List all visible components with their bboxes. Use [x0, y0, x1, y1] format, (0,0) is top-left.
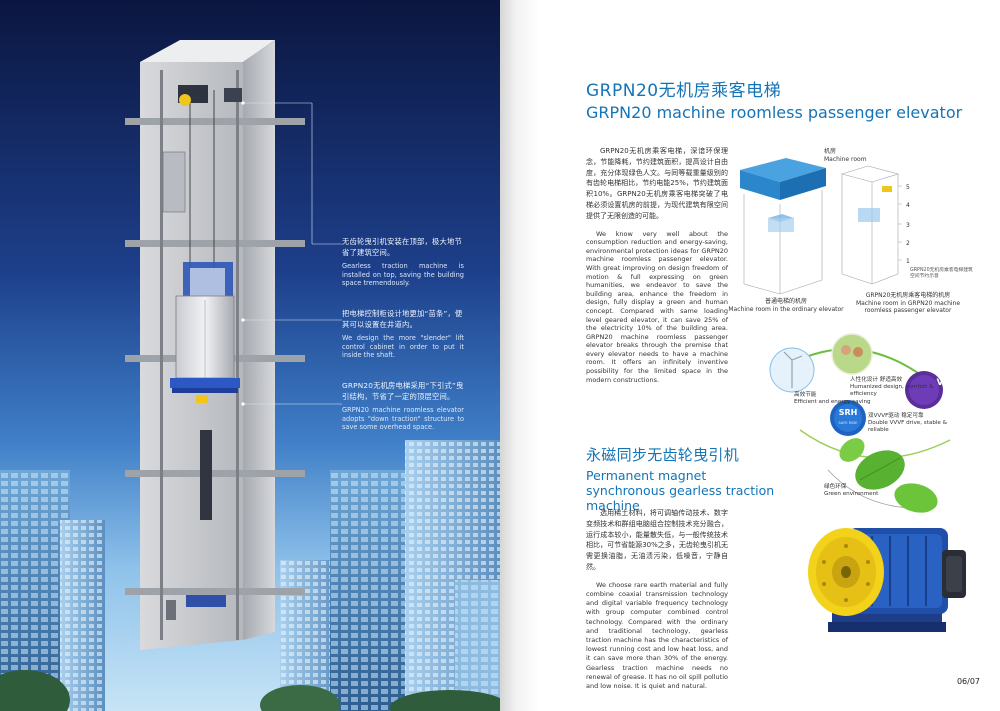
callout-control-cabinet: 把电梯控制柜设计地更加“苗条”，便其可以设置在井道内。 We design th…: [342, 308, 464, 360]
callout-en: GRPN20 machine roomless elevator adopts …: [342, 406, 464, 432]
callout-down-traction: GRPN20无机房电梯采用“下引式”曳引结构，节省了一定的顶层空间。 GRPN2…: [342, 380, 464, 432]
callout-en: We design the more "slender" lift contro…: [342, 334, 464, 360]
space-saving-note: GRPN20无机房乘客电梯建筑空间节约示意: [910, 268, 973, 279]
page-number: 06/07: [956, 677, 980, 686]
callout-cn: GRPN20无机房电梯采用“下引式”曳引结构，节省了一定的顶层空间。: [342, 381, 464, 401]
srh-logo: SRH: [838, 408, 858, 417]
floor-number: 4: [906, 202, 910, 209]
feature-humanized: 人性化设计 舒适高效 Humanized design, comfort & e…: [850, 377, 934, 397]
traction-machine-illustration: [808, 528, 966, 632]
floor-number: 5: [906, 184, 910, 191]
intro-text: GRPN20无机房乘客电梯，深谙环保理念，节能降耗，节约建筑面积，提高设计自由度…: [586, 146, 728, 384]
floor-number: 1: [906, 258, 910, 265]
section-title-cn: 永磁同步无齿轮曳引机: [586, 446, 740, 464]
intro-paragraph-en: We know very well about the consumption …: [586, 229, 728, 384]
elevator-shaft-scene: [0, 40, 500, 711]
ordinary-machine-room-caption: 普通电梯的机房 Machine room in the ordinary ele…: [728, 298, 844, 313]
feature-efficient: 高效节能 Efficient and energy-saving: [794, 392, 871, 405]
srh-logo-subtext: SAFE RIDE: [838, 421, 858, 425]
callout-cn: 把电梯控制柜设计地更加“苗条”，便其可以设置在井道内。: [342, 309, 463, 329]
callout-en: Gearless traction machine is installed o…: [342, 262, 464, 288]
page-title-cn: GRPN20无机房乘客电梯: [586, 81, 782, 101]
intro-paragraph-cn: GRPN20无机房乘客电梯，深谙环保理念，节能降耗，节约建筑面积，提高设计自由度…: [586, 147, 728, 220]
floor-number: 3: [906, 222, 910, 229]
feature-cluster-graphic: [769, 333, 951, 513]
section-title-en: Permanent magnet synchronous gearless tr…: [586, 468, 775, 513]
top-traction-machine: [178, 85, 242, 106]
control-cabinet: [183, 262, 233, 302]
machine-room-comparison-diagram: [740, 158, 902, 295]
left-page-illustration: 无齿轮曳引机安装在顶部，极大地节省了建筑空间。 Gearless tractio…: [0, 0, 500, 711]
elevator-car: [170, 295, 240, 403]
traction-paragraph-en: We choose rare earth material and fully …: [586, 580, 728, 691]
floor-number: 2: [906, 240, 910, 247]
vvvf-logo: VVVF: [936, 378, 964, 388]
traction-paragraph-cn: 选用稀土材料，将可调轴传动技术、数字变频技术和群组电脑组合控制技术充分融合，运行…: [586, 509, 728, 571]
callout-leader-lines: [243, 102, 342, 405]
traction-machine-text: 选用稀土材料，将可调轴传动技术、数字变频技术和群组电脑组合控制技术充分融合，运行…: [586, 508, 728, 691]
page-title-en: GRPN20 machine roomless passenger elevat…: [586, 103, 963, 122]
city-skyline: [0, 440, 500, 711]
feature-vvvf-drive: 双VVVF驱动 稳定可靠 Double VVVF drive, stable &…: [868, 413, 948, 433]
page-gutter-shadow: [500, 0, 540, 711]
callout-gearless-machine: 无齿轮曳引机安装在顶部，极大地节省了建筑空间。 Gearless tractio…: [342, 236, 464, 288]
feature-green: 绿色环保 Green environment: [824, 484, 879, 497]
machine-room-label: 机房 Machine room: [824, 148, 867, 163]
shaft-pit: [166, 430, 226, 620]
callout-cn: 无齿轮曳引机安装在顶部，极大地节省了建筑空间。: [342, 237, 462, 257]
right-page: GRPN20无机房乘客电梯 GRPN20 machine roomless pa…: [500, 0, 1000, 711]
roomless-machine-room-caption: GRPN20无机房乘客电梯的机房 Machine room in GRPN20 …: [855, 292, 961, 314]
